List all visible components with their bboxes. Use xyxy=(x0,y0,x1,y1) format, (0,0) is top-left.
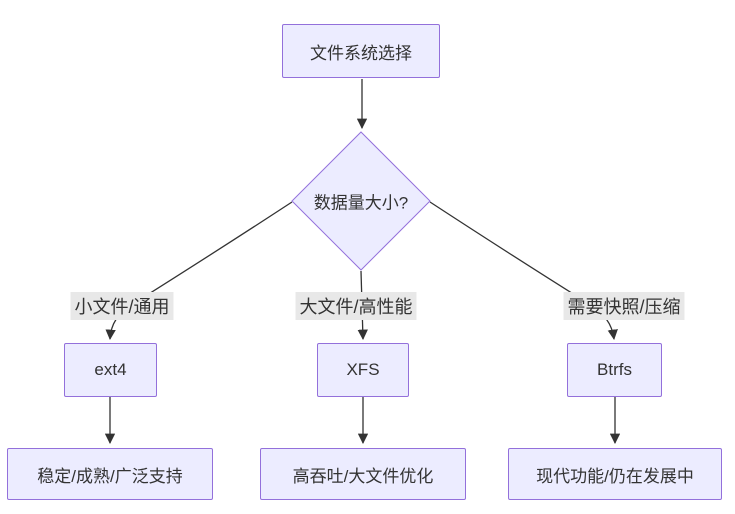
node-xfs-label: XFS xyxy=(346,360,380,379)
node-ext4-label: ext4 xyxy=(94,360,127,379)
node-btrfs-label: Btrfs xyxy=(597,360,632,379)
node-xfs: XFS xyxy=(317,343,409,397)
edge-label-snapshots: 需要快照/压缩 xyxy=(563,292,685,320)
decision-diamond-shape xyxy=(291,131,431,271)
node-root-label: 文件系统选择 xyxy=(310,43,412,63)
node-decision-label: 数据量大小? xyxy=(313,193,409,213)
node-result-xfs-label: 高吞吐/大文件优化 xyxy=(292,466,434,486)
edge-label-small-files: 小文件/通用 xyxy=(70,292,174,320)
node-result-ext4-label: 稳定/成熟/广泛支持 xyxy=(37,466,183,486)
edge-label-large-files: 大文件/高性能 xyxy=(295,292,417,320)
node-root: 文件系统选择 xyxy=(282,24,440,78)
node-result-ext4: 稳定/成熟/广泛支持 xyxy=(7,448,213,500)
node-result-xfs: 高吞吐/大文件优化 xyxy=(260,448,466,500)
node-btrfs: Btrfs xyxy=(567,343,662,397)
node-ext4: ext4 xyxy=(64,343,157,397)
node-result-btrfs-label: 现代功能/仍在发展中 xyxy=(536,466,694,486)
node-result-btrfs: 现代功能/仍在发展中 xyxy=(508,448,722,500)
